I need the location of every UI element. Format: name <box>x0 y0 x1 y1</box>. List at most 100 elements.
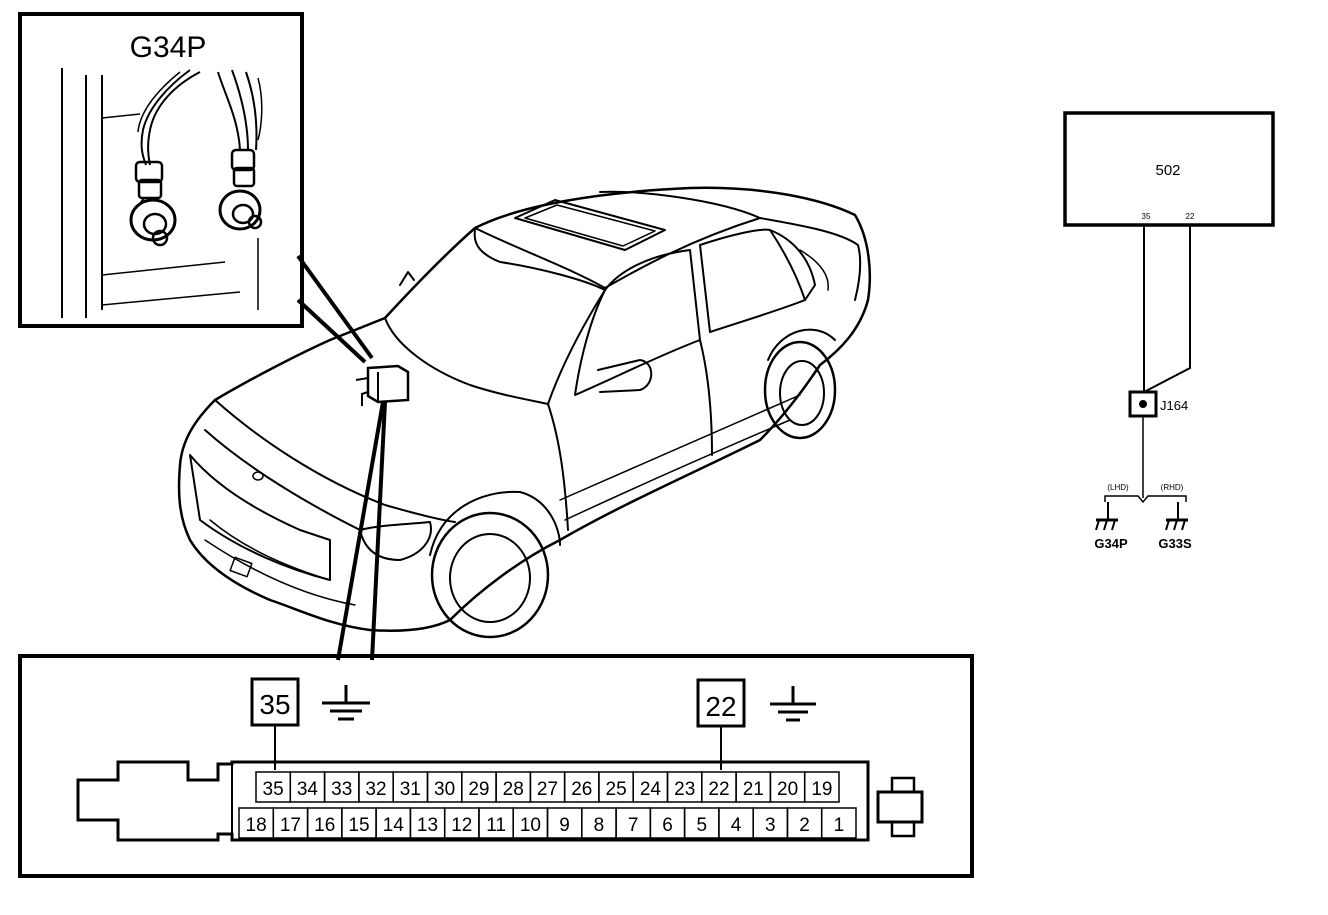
connector-pin-label: 5 <box>697 815 708 836</box>
connector-pin-25: 25 <box>598 771 634 803</box>
connector-pin-15: 15 <box>341 807 377 839</box>
connector-pin-16: 16 <box>306 807 343 839</box>
junction-label: J164 <box>1160 398 1188 413</box>
connector-pin-27: 27 <box>529 771 566 803</box>
ground-label-g34p: G34P <box>1094 536 1128 551</box>
connector-pin-label: 11 <box>486 815 506 836</box>
connector-pin-2: 2 <box>786 807 823 839</box>
module-502-box <box>1063 111 1275 227</box>
connector-pin-label: 10 <box>520 815 541 836</box>
panel-line <box>101 291 241 306</box>
connector-pin-29: 29 <box>461 771 497 803</box>
car-body-outline <box>177 186 872 632</box>
connector-pin-label: 19 <box>811 779 832 800</box>
ground-g33s-icon <box>1165 502 1188 531</box>
car-windshield <box>384 227 606 405</box>
connector-pin-label: 26 <box>571 779 592 800</box>
connector-pin-28: 28 <box>495 771 532 803</box>
ground-symbol-right-icon <box>770 686 816 722</box>
branch-label-rhd: (RHD) <box>1161 483 1184 492</box>
connector-pin-label: 6 <box>662 815 673 836</box>
wiring-schematic: 502 35 22 J164 (LHD) (RHD) G34P <box>1063 111 1275 551</box>
callout-label-22: 22 <box>705 691 736 722</box>
connector-pin-label: 9 <box>559 815 570 836</box>
car-mirror <box>597 359 653 393</box>
connector-pin-30: 30 <box>426 771 463 803</box>
car-grille <box>189 454 331 581</box>
connector-pin-label: 21 <box>743 779 764 800</box>
connector-pin-label: 25 <box>606 779 627 800</box>
module-pin-left: 35 <box>1142 212 1151 221</box>
connector-pin-label: 35 <box>263 779 284 800</box>
connector-pin-label: 17 <box>280 815 301 836</box>
connector-pin-5: 5 <box>683 807 720 839</box>
module-pin-right: 22 <box>1186 212 1195 221</box>
connector-latch <box>876 776 924 838</box>
connector-pin-label: 15 <box>348 815 369 836</box>
inset-callout-pointer <box>296 254 374 364</box>
connector-pin-19: 19 <box>803 771 840 803</box>
car-roof <box>474 190 761 289</box>
connector-pin-label: 14 <box>383 815 405 836</box>
connector-pin-label: 13 <box>417 815 438 836</box>
control-module-502-location <box>355 364 410 406</box>
connector-pin-20: 20 <box>769 771 806 803</box>
connector-pin-32: 32 <box>358 771 394 803</box>
connector-pin-26: 26 <box>563 771 600 803</box>
ground-label-g33s: G33S <box>1158 536 1192 551</box>
car-headlight <box>359 521 432 561</box>
connector-pin-label: 3 <box>765 815 776 836</box>
connector-pin-label: 2 <box>799 815 810 836</box>
car-door-line <box>547 403 569 531</box>
ground-point-inset: G34P <box>18 12 304 328</box>
harness-left <box>129 69 201 247</box>
connector-pin-label: 22 <box>708 779 729 800</box>
junction-dot-icon <box>1139 400 1147 408</box>
connector-pin-label: 31 <box>400 779 421 800</box>
connector-pin-label: 24 <box>640 779 662 800</box>
connector-pin-label: 20 <box>777 779 798 800</box>
connector-pin-label: 4 <box>731 815 742 836</box>
connector-pin-label: 29 <box>468 779 489 800</box>
connector-pin-34: 34 <box>289 771 326 803</box>
callout-label-35: 35 <box>259 689 290 720</box>
connector-pin-35: 35 <box>255 771 292 803</box>
connector-pin-3: 3 <box>752 807 789 839</box>
connector-pin-14: 14 <box>375 807 412 839</box>
connector-pin-13: 13 <box>409 807 446 839</box>
connector-pin-21: 21 <box>735 771 772 803</box>
connector-pin-18: 18 <box>238 807 275 839</box>
connector-pin-label: 1 <box>834 815 845 836</box>
module-label: 502 <box>1155 162 1180 179</box>
car-illustration <box>177 186 872 639</box>
connector-pin-33: 33 <box>323 771 360 803</box>
panel-line <box>101 261 226 276</box>
connector-pin-8: 8 <box>581 807 617 839</box>
connector-pin-label: 30 <box>434 779 455 800</box>
connector-pin-6: 6 <box>649 807 686 839</box>
panel-line <box>101 113 141 119</box>
branch-bracket <box>1104 495 1187 504</box>
connector-pin-label: 23 <box>674 779 695 800</box>
connector-pin-9: 9 <box>546 807 583 839</box>
connector-pin-4: 4 <box>718 807 754 839</box>
branch-label-lhd: (LHD) <box>1107 483 1129 492</box>
connector-pin-label: 16 <box>314 815 335 836</box>
connector-pin-label: 18 <box>246 815 267 836</box>
connector-pin-11: 11 <box>478 807 514 839</box>
harness-right <box>217 69 263 231</box>
connector-pin-label: 8 <box>594 815 605 836</box>
connector-pin-label: 32 <box>365 779 386 800</box>
connector-pin-10: 10 <box>512 807 549 839</box>
ground-g34p-icon <box>1095 502 1118 531</box>
connector-pin-label: 33 <box>331 779 352 800</box>
car-sunroof <box>514 199 666 251</box>
connector-pin-label: 28 <box>503 779 524 800</box>
car-rear-window <box>699 228 806 333</box>
connector-pin-1: 1 <box>820 807 857 839</box>
